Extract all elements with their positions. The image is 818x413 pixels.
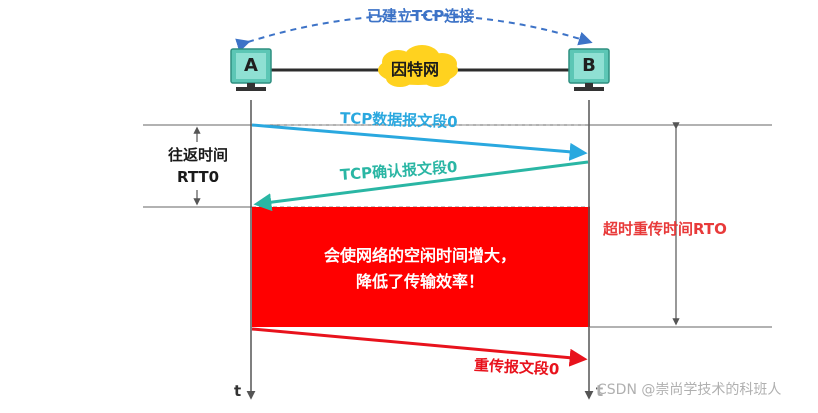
rtt-label-line2: RTT0 (176, 168, 220, 186)
footer-credit: CSDN @崇尚学技术的科班人 (597, 382, 782, 398)
retransmit-arrow (251, 327, 588, 367)
idle-time-block (252, 207, 590, 327)
retransmit-label: 重传报文段0 (473, 356, 560, 379)
computer-a-icon (230, 48, 272, 91)
computer-b-icon (568, 48, 610, 91)
network-label: 因特网 (391, 60, 440, 79)
rto-label: 超时重传时间RTO (603, 220, 727, 238)
connection-label: 已建立TCP连接 (367, 7, 475, 25)
node-b-label: B (582, 55, 596, 76)
cloud-icon (378, 45, 458, 87)
data-segment-arrow (251, 123, 588, 161)
problem-text-line2: 降低了传输效率！ (355, 272, 484, 291)
rtt-label-line1: 往返时间 (167, 146, 228, 164)
node-a-label: A (244, 55, 258, 76)
connection-arc (235, 14, 593, 53)
ack-segment-arrow (253, 160, 589, 212)
problem-text-line1: 会使网络的空闲时间增大， (323, 246, 516, 265)
time-axis-a-label: t (234, 382, 242, 400)
data-segment-label: TCP数据报文段0 (339, 109, 458, 132)
